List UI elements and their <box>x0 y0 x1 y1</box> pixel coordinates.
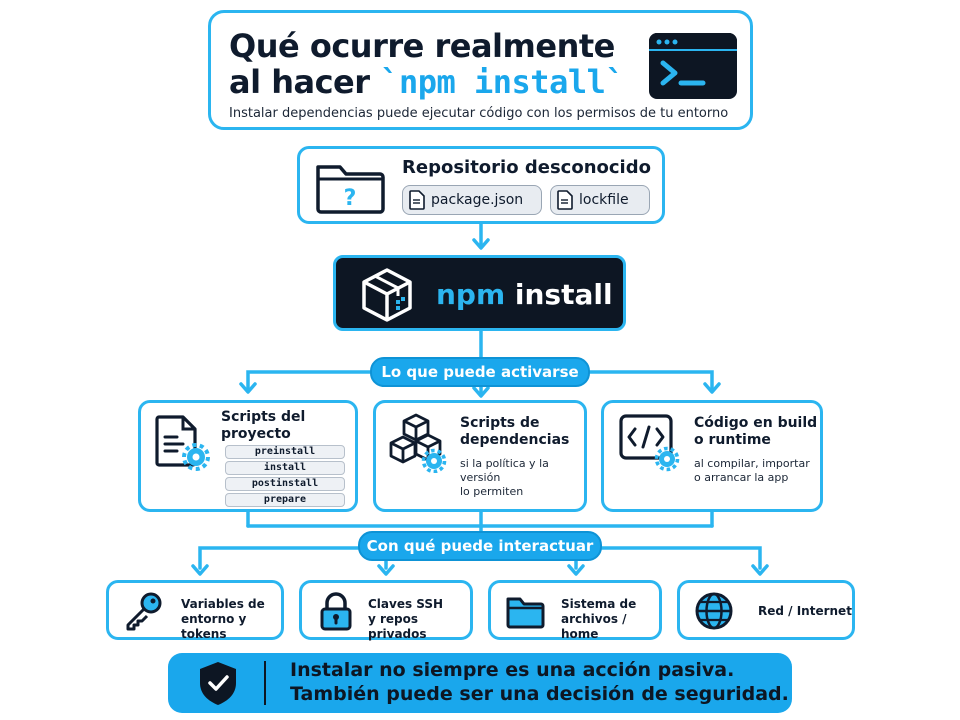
script-postinstall: postinstall <box>225 477 345 491</box>
card-desc-line-2: lo permiten <box>460 485 524 498</box>
title-subtitle: Instalar dependencias puede ejecutar cód… <box>229 106 729 121</box>
card-title-line-1: Scripts de <box>460 415 540 431</box>
file-icon <box>557 190 573 210</box>
resource-label-line-1: Claves SSH <box>368 597 444 611</box>
globe-icon <box>695 592 733 630</box>
svg-text:?: ? <box>344 186 357 211</box>
file-chip-label: lockfile <box>579 192 629 208</box>
shield-check-icon <box>200 662 236 705</box>
resource-label-line-1: Sistema de <box>561 597 637 611</box>
section-activate-pill: Lo que puede activarse <box>370 357 590 387</box>
repo-title: Repositorio desconocido <box>402 157 651 178</box>
npm-command: npm <box>436 278 506 311</box>
file-chip-package-json: package.json <box>402 185 542 215</box>
terminal-icon <box>649 33 737 99</box>
script-install: install <box>225 461 345 475</box>
resource-network: Red / Internet <box>677 580 855 640</box>
file-chip-label: package.json <box>431 192 524 208</box>
package-cube-icon <box>362 268 412 322</box>
banner-line-1: Instalar no siempre es una acción pasiva… <box>290 659 735 681</box>
banner-line-2: También puede ser una decisión de seguri… <box>290 683 789 705</box>
script-file-gear-icon <box>155 415 210 471</box>
title-line-2-prefix: al hacer <box>229 63 381 101</box>
card-title-line-1: Código en build <box>694 415 818 431</box>
repo-card: ? Repositorio desconocido package.json l… <box>297 146 665 224</box>
title-line-1: Qué ocurre realmente <box>229 27 615 65</box>
title-line-2: al hacer `npm install` <box>229 63 625 101</box>
folder-icon <box>506 597 545 629</box>
script-prepare: prepare <box>225 493 345 507</box>
card-title-line-2: proyecto <box>221 426 291 442</box>
resource-label-line-1: Variables de <box>181 597 265 611</box>
file-chip-lockfile: lockfile <box>550 185 650 215</box>
title-code: `npm install` <box>380 63 625 101</box>
resource-label-line-2: entorno y tokens <box>181 612 247 641</box>
code-window-gear-icon <box>619 414 680 472</box>
title-card: Qué ocurre realmente al hacer `npm insta… <box>208 10 753 130</box>
resource-label-line-2: y repos privados <box>368 612 427 641</box>
file-icon <box>409 190 425 210</box>
dependency-cubes-gear-icon <box>389 413 447 473</box>
key-icon <box>126 592 162 631</box>
card-title-line-2: o runtime <box>694 432 771 448</box>
card-title-line-2: dependencias <box>460 432 570 448</box>
section-interact-pill: Con qué puede interactuar <box>358 531 602 561</box>
card-title-line-1: Scripts del <box>221 409 306 425</box>
card-desc-line-1: si la política y la versión <box>460 457 549 484</box>
banner-divider <box>264 661 266 705</box>
security-banner: Instalar no siempre es una acción pasiva… <box>168 653 792 713</box>
folder-question-icon: ? <box>316 165 385 214</box>
script-preinstall: preinstall <box>225 445 345 459</box>
card-desc-line-2: o arrancar la app <box>694 471 789 484</box>
resource-label: Red / Internet <box>758 604 852 618</box>
lock-icon <box>320 592 352 631</box>
npm-install-label: npm install <box>436 278 613 311</box>
card-desc-line-1: al compilar, importar <box>694 457 810 470</box>
npm-install-box: npm install <box>333 255 626 331</box>
resource-label-line-2: archivos / home <box>561 612 627 641</box>
npm-argument: install <box>505 278 613 311</box>
